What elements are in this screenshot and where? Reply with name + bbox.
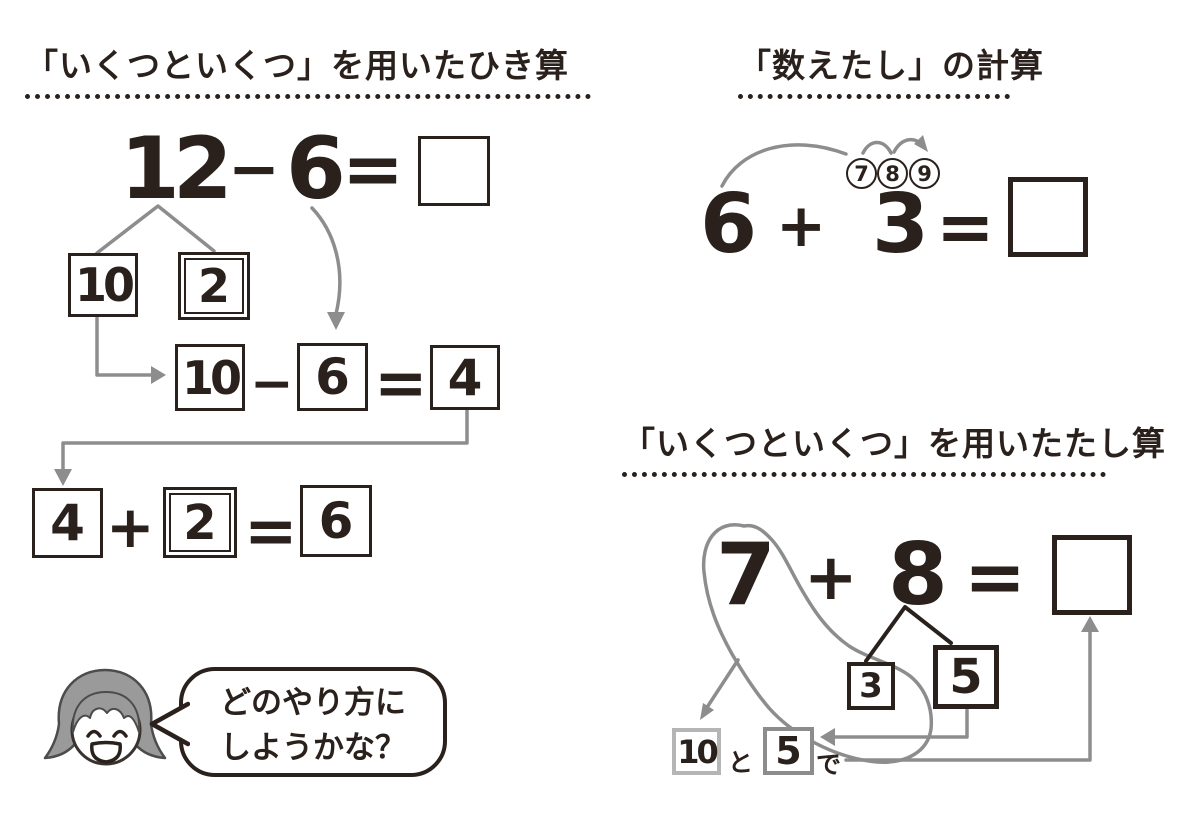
speech-bubble: どのやり方に しようかな？ (179, 667, 447, 777)
speech-line-1: どのやり方に (220, 685, 406, 721)
sub-answer-box (418, 136, 490, 206)
sub-split-right-box: 2 (178, 252, 250, 320)
girl-avatar (43, 668, 167, 766)
add-equals-sign: = (964, 534, 1027, 620)
particle-to: と (728, 748, 754, 777)
step2-result-box: 6 (300, 485, 372, 557)
speech-bubble-tail (149, 701, 190, 747)
count-plus-sign: + (776, 191, 827, 261)
sub-minus-sign: − (228, 132, 280, 205)
step1-b-box: 6 (297, 343, 368, 411)
count-circle-8: 8 (877, 158, 908, 189)
add-split-right-box: 5 (933, 645, 999, 709)
count-answer-box (1008, 177, 1088, 257)
count-addend-a: 6 (700, 177, 758, 272)
sub-subtrahend: 6 (286, 119, 346, 219)
add-answer-box (1052, 535, 1132, 615)
addition-section-header: 「いくつといくつ」を用いたたし算 (622, 424, 1166, 477)
addition-title: 「いくつといくつ」を用いたたし算 (622, 424, 1166, 463)
counting-section-header: 「数えたし」の計算 (738, 46, 1044, 99)
girl-mouth (90, 740, 122, 764)
sub-equals-sign: = (342, 126, 405, 212)
addition-title-underline (622, 471, 1106, 477)
sub-minuend: 12 (120, 119, 233, 219)
add-addend-a: 7 (716, 525, 776, 625)
count-equals-sign: = (936, 186, 995, 268)
subtraction-title: 「いくつといくつ」を用いたひき算 (25, 46, 569, 85)
subtraction-title-underline (25, 93, 591, 99)
add-ten-box: 10 (672, 728, 721, 775)
girl-right-eye (112, 729, 128, 738)
count-addend-b: 3 (872, 177, 930, 272)
speech-line-2: しようかな？ (220, 730, 406, 766)
step2-a-box: 4 (32, 488, 103, 558)
add-split-left-box: 3 (847, 662, 895, 710)
add-addend-b: 8 (888, 525, 948, 625)
step1-equals-sign: = (374, 347, 428, 421)
counting-title-underline (738, 93, 1010, 99)
girl-left-eye (86, 729, 102, 738)
count-circle-9: 9 (909, 158, 940, 189)
add-five-box: 5 (763, 727, 814, 775)
step1-result-box: 4 (430, 345, 500, 410)
add-plus-sign: + (804, 541, 858, 615)
count-circle-7: 7 (846, 158, 877, 189)
step1-a-box: 10 (175, 344, 245, 411)
counting-title: 「数えたし」の計算 (738, 46, 1044, 85)
step2-equals-sign: = (244, 495, 298, 569)
girl-bangs (71, 691, 141, 733)
step1-minus-sign: − (250, 354, 294, 414)
subtraction-section-header: 「いくつといくつ」を用いたひき算 (25, 46, 591, 99)
step2-b-box: 2 (163, 487, 237, 558)
particle-de: で (816, 750, 842, 779)
step2-plus-sign: + (106, 493, 155, 561)
sub-split-left-box: 10 (68, 253, 138, 317)
